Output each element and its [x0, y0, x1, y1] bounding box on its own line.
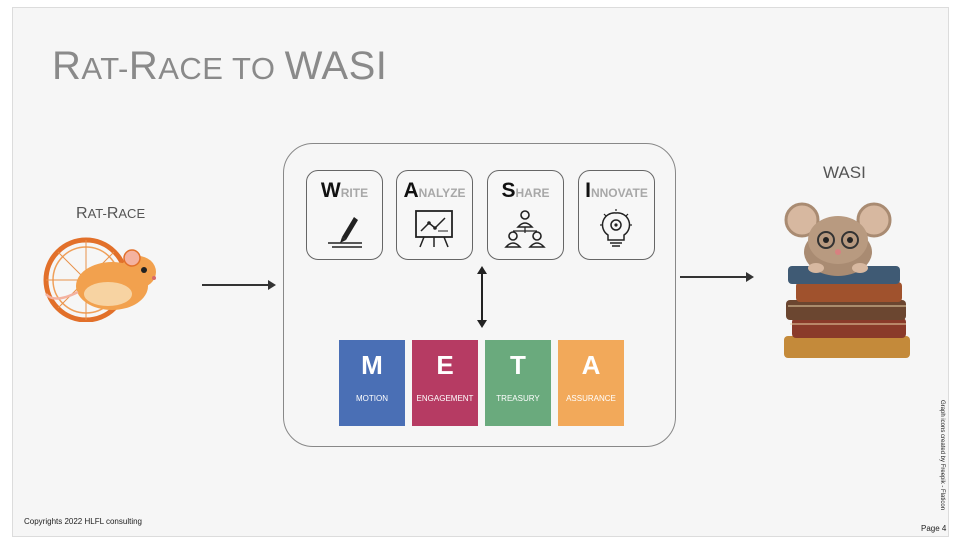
page-number: Page 4	[921, 524, 947, 533]
bidirectional-arrow	[477, 266, 487, 328]
presentation-board-icon	[415, 210, 453, 248]
meta-word: MOTION	[356, 394, 388, 403]
arrow-to-wasi	[680, 272, 754, 282]
people-network-icon	[504, 210, 546, 248]
meta-block-treasury: T TREASURY	[485, 340, 551, 426]
write-card-title: WRITE	[320, 179, 369, 202]
copyright-text: Copyrights 2022 HLFL consulting	[24, 517, 142, 526]
share-card: SHARE	[487, 170, 564, 260]
meta-block-engagement: E ENGAGEMENT	[412, 340, 478, 426]
rat-race-label: RAT-RACE	[76, 205, 146, 222]
analyze-card: ANALYZE	[396, 170, 473, 260]
pencil-icon	[328, 217, 362, 248]
lightbulb-gear-icon	[600, 209, 632, 247]
innovate-card: INNOVATE	[578, 170, 655, 260]
meta-word: TREASURY	[496, 394, 540, 403]
hamster-in-wheel-image	[34, 234, 188, 327]
meta-block-assurance: A ASSURANCE	[558, 340, 624, 426]
share-card-title: SHARE	[501, 179, 550, 202]
meta-block-motion: M MOTION	[339, 340, 405, 426]
meta-letter: M	[361, 350, 383, 380]
innovate-card-title: INNOVATE	[585, 179, 648, 202]
meta-letter: E	[436, 350, 454, 380]
meta-letter: T	[510, 350, 526, 380]
mouse-on-books-image	[766, 196, 926, 371]
meta-word: ENGAGEMENT	[416, 394, 474, 403]
meta-letter: A	[581, 350, 601, 380]
arrow-to-framework	[202, 280, 276, 290]
write-card: WRITE	[306, 170, 383, 260]
analyze-card-title: ANALYZE	[403, 179, 466, 202]
slide-title: RAT-RACE TO WASI	[52, 44, 388, 88]
meta-word: ASSURANCE	[566, 394, 616, 403]
icon-credit-text: Graph icons created by Freepik - Flatico…	[939, 400, 945, 511]
wasi-label: WASI	[823, 163, 866, 182]
